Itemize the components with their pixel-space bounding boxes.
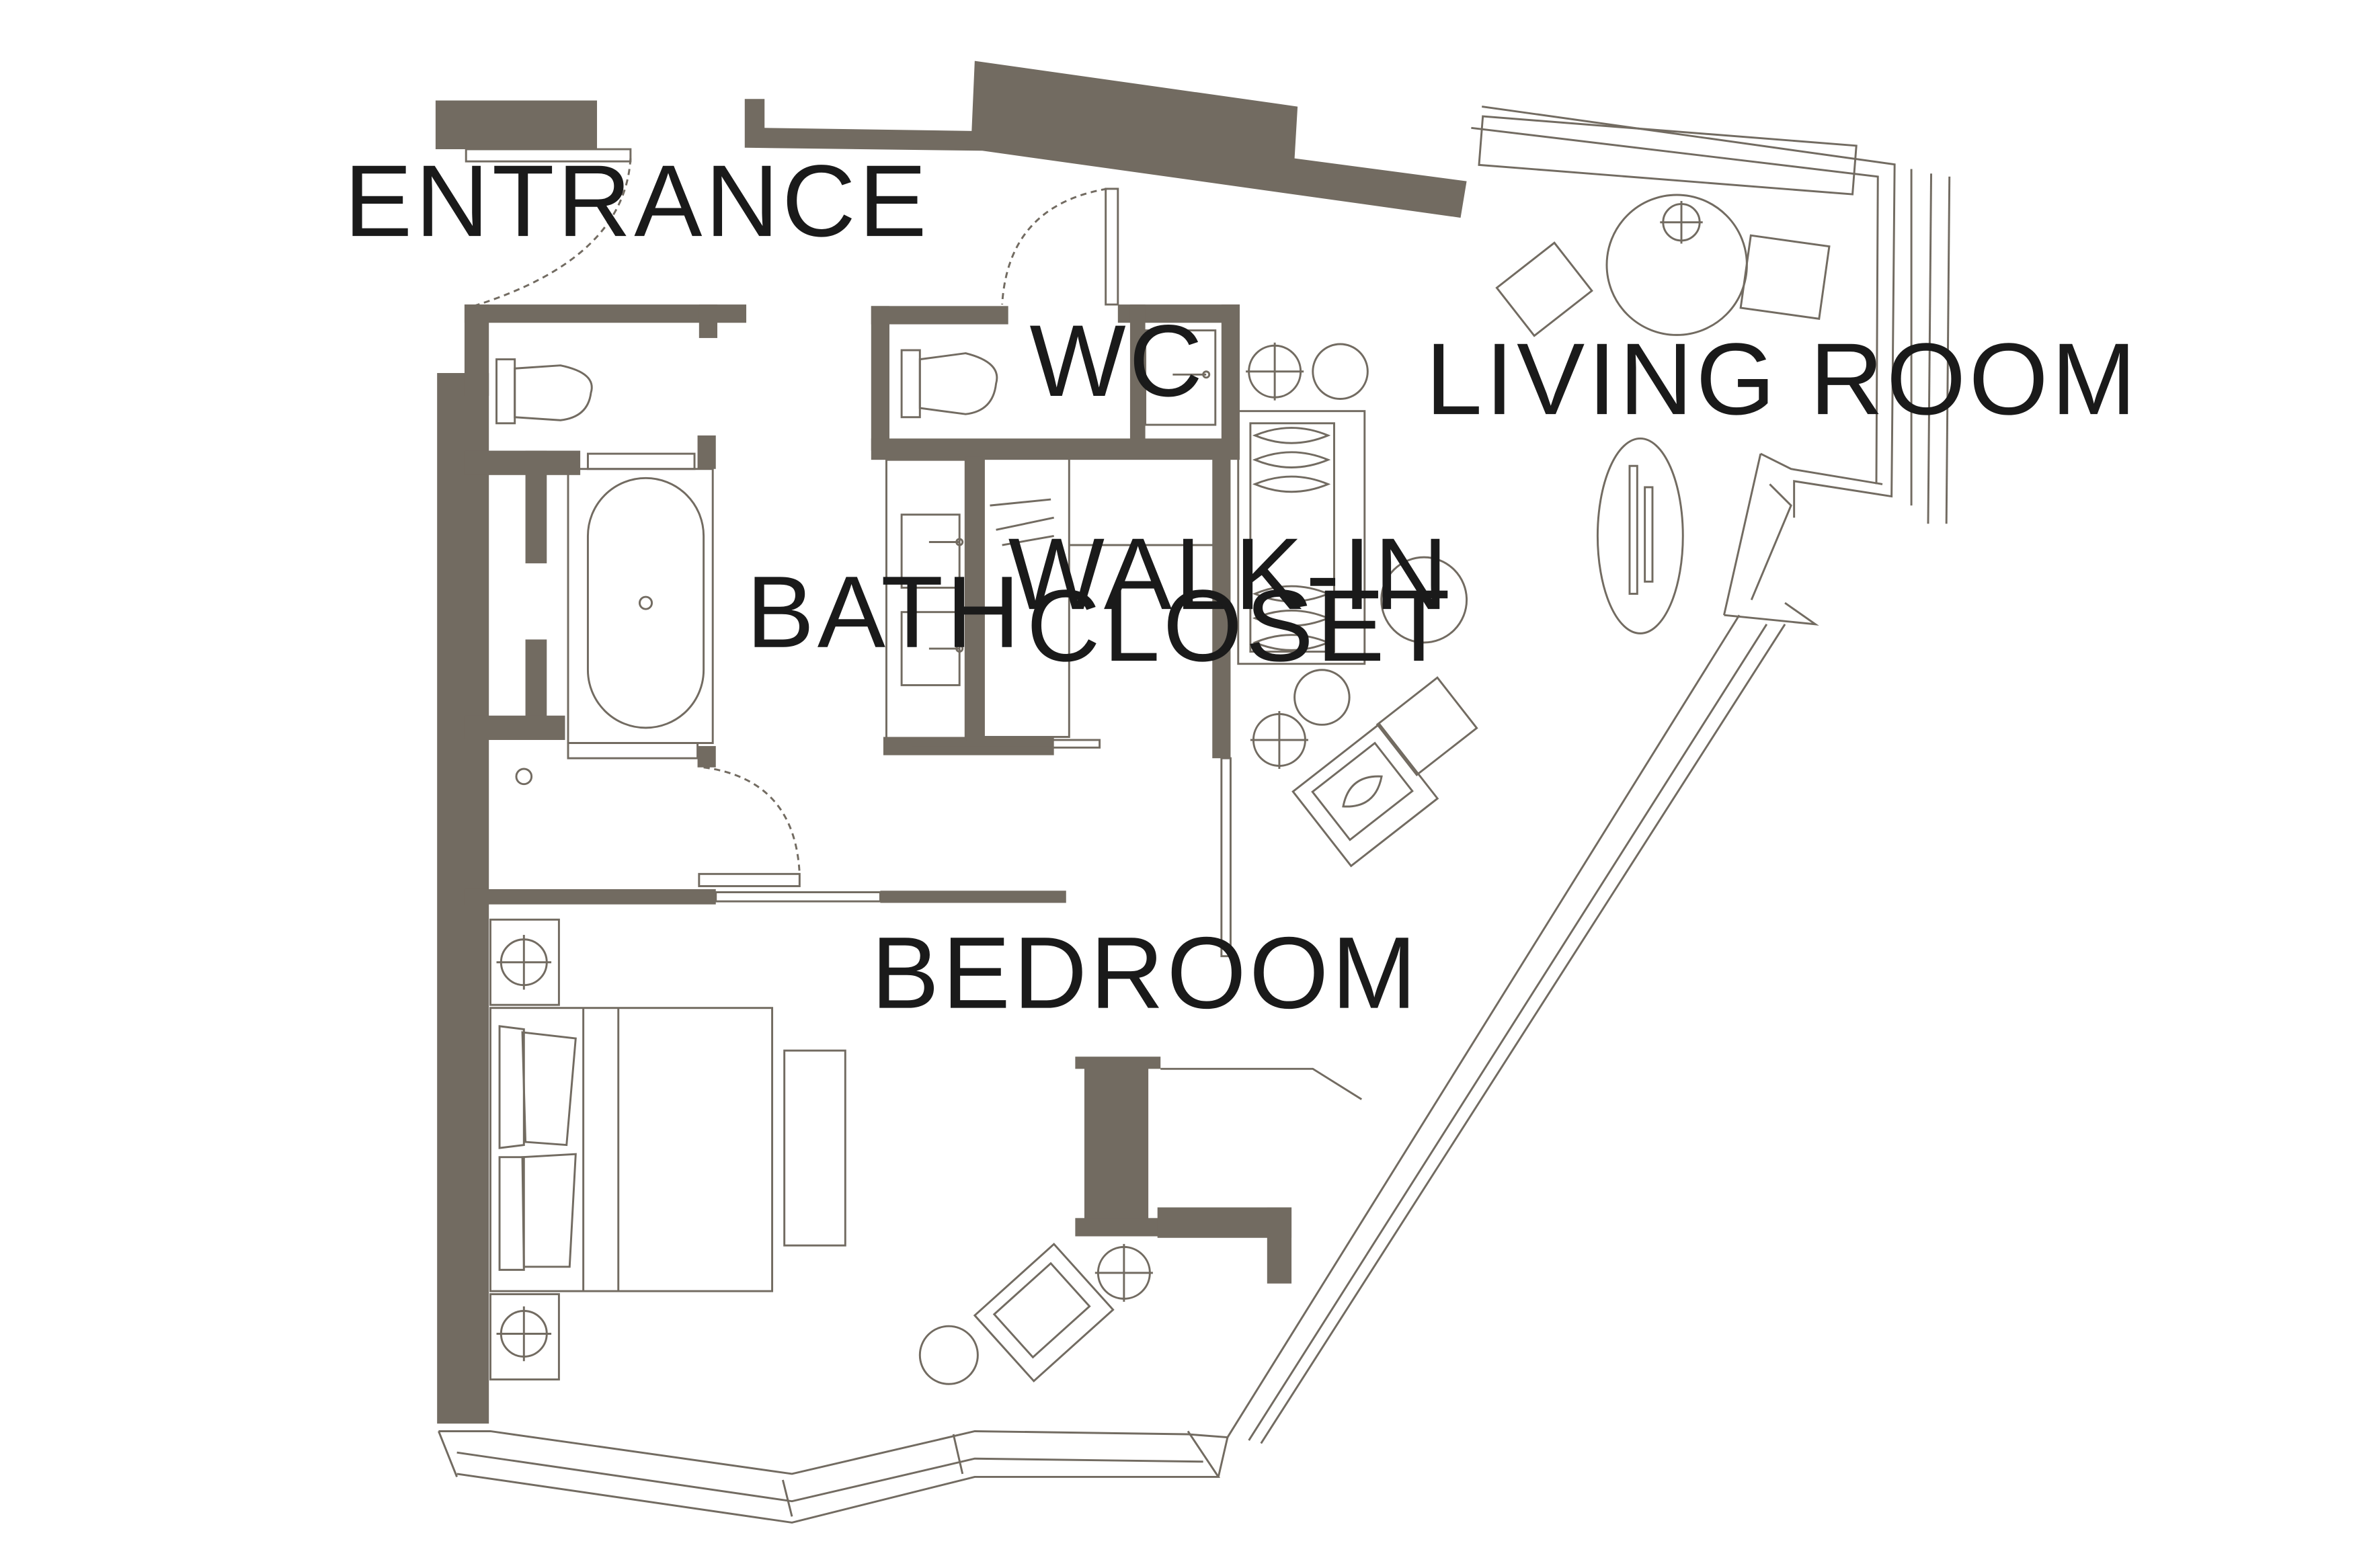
north-wall <box>744 60 1467 218</box>
bath-ledge <box>586 452 696 470</box>
bathtub-icon <box>567 468 714 744</box>
wall-column-bedroom-2 <box>1075 1218 1167 1237</box>
column-edge <box>1160 1067 1363 1100</box>
lamp-icon <box>1246 342 1304 401</box>
label-closet: CLOSET <box>1027 569 1453 683</box>
sliding-door-closet <box>910 739 1101 749</box>
wall-bath-col-lower <box>525 639 547 731</box>
coffee-table-icon <box>1596 437 1684 634</box>
armchair-icon <box>1291 723 1439 868</box>
wall-wc-top-left <box>871 306 1008 325</box>
vanity-counter <box>885 458 967 741</box>
door-swing-icon <box>703 766 801 874</box>
bath-door-leaf <box>698 872 801 887</box>
lamp-icon <box>1094 1243 1153 1302</box>
sofa-icon <box>1237 410 1366 665</box>
toilet-icon <box>900 349 998 419</box>
wall-column-bedroom-4 <box>1267 1207 1292 1284</box>
label-walk-in: WALK-IN <box>1008 518 1451 631</box>
sink-icon <box>1144 329 1217 426</box>
toilet-icon <box>495 358 593 425</box>
label-bath: BATH <box>746 556 1023 669</box>
label-wc: WC <box>1029 304 1205 418</box>
door-swing-icon <box>473 158 632 307</box>
wall-closet-right <box>1212 454 1231 759</box>
side-table-icon <box>918 1325 979 1385</box>
sink-icon <box>900 513 964 589</box>
round-table <box>1605 194 1748 336</box>
wall-closet-divider <box>965 456 984 747</box>
fixtures-and-glazing <box>438 106 1951 1524</box>
side-table-icon <box>1380 556 1468 644</box>
wall-wc-divider <box>1129 304 1146 451</box>
wall-bath-mid-right <box>697 435 716 469</box>
sliding-door-living <box>1220 757 1232 958</box>
bench-icon <box>783 1049 846 1247</box>
lamp-icon <box>489 918 560 1006</box>
wall-column-bedroom-top <box>1075 1057 1161 1069</box>
closet-rail <box>982 456 1070 738</box>
wall-bath-top-stub <box>699 304 718 338</box>
wall-wc-right <box>1221 304 1240 454</box>
wall-bath-col <box>525 450 547 564</box>
armchair-icon <box>973 1242 1115 1383</box>
sink-icon <box>900 611 964 686</box>
facade-glazing <box>438 106 1951 1524</box>
door-swing-icon <box>1001 188 1108 305</box>
label-entrance: ENTRANCE <box>344 145 930 258</box>
wall-bedroom-top-left <box>464 889 716 905</box>
armchair-icon <box>1495 241 1593 337</box>
wall-column-bedroom <box>1084 1059 1149 1237</box>
lounge-bench <box>1478 115 1858 196</box>
wall-bath-bottom <box>464 715 565 740</box>
sliding-door-bedroom <box>715 891 881 903</box>
wall-wc-left <box>871 306 889 451</box>
walls <box>435 60 1467 1424</box>
wall-bedroom-top-right <box>880 891 1066 903</box>
wall-bath-mid <box>464 450 581 475</box>
armchair-icon <box>1739 234 1831 321</box>
lamp-icon <box>1250 710 1308 770</box>
lamp-icon <box>1660 201 1703 244</box>
label-bedroom: BEDROOM <box>871 917 1420 1030</box>
wc-door-leaf <box>1105 188 1119 306</box>
label-living-room: LIVING ROOM <box>1425 323 2139 436</box>
shower-drain <box>515 768 533 786</box>
wall-bath-right-stub <box>697 746 716 768</box>
entrance-wall-block <box>435 100 598 150</box>
shower-area <box>567 742 699 759</box>
side-table-icon <box>1312 343 1369 401</box>
hanger-icon <box>990 498 1054 546</box>
lamp-icon <box>489 1293 560 1380</box>
ottoman <box>1375 676 1478 777</box>
side-table-icon <box>1293 669 1351 726</box>
bed-icon <box>489 1007 774 1292</box>
entrance-door-leaf <box>465 148 632 163</box>
